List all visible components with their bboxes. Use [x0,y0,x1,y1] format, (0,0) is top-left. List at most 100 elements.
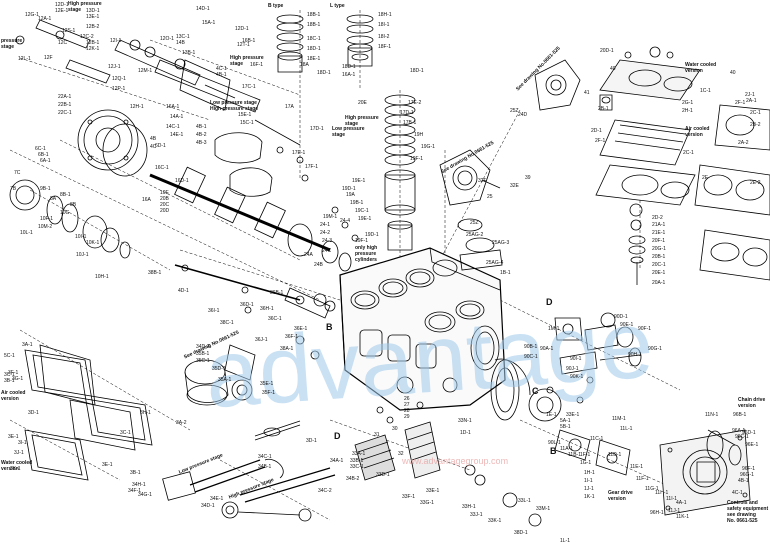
part-label: 33A-1 [352,451,366,457]
part-label: 36B-1 [270,290,284,296]
part-label: 90L-1 [548,440,561,446]
part-label: 96C-1 [735,434,749,440]
part-label: 33F-1 [402,494,416,500]
part-label: 10G [60,210,70,216]
section-letter-b: B [326,322,333,332]
part-label: 38D-1 [514,530,528,536]
part-label: 19G-1 [421,144,435,150]
part-label: 10F-1 [40,216,54,222]
part-label: 17C-1 [242,84,256,90]
part-label: 19F-1 [410,156,424,162]
part-label: 1D-1 [460,430,471,436]
part-label: 18I-1 [378,22,390,28]
part-label: 7B [10,186,17,192]
part-label: 19D-1 [365,232,379,238]
part-label: 33C-1 [350,464,364,470]
part-label: 12P-1 [112,86,126,92]
part-label: 35C-1 [196,358,210,364]
part-label: 24A [304,252,313,258]
part-label: 6B-1 [38,152,49,158]
part-label: 96D-1 [742,430,756,436]
note-water-cooled-right: Water cooled version [685,62,717,74]
part-label: 3I-1 [18,440,27,446]
note-low-high-pressure-stage: Low pressure stage High pressure stage [210,100,259,112]
part-label: 16A [142,197,151,203]
pressure-valve-group [554,312,642,375]
part-label: 14D-1 [196,6,210,12]
part-label: 17A [285,104,294,110]
part-label: 26 [404,396,410,402]
part-label: 22A-1 [58,94,72,100]
part-label: 14B [176,40,185,46]
piston-rings-b-type [276,14,304,73]
part-label: 19B-1 [350,200,364,206]
part-label: 18E-1 [307,56,321,62]
part-label: 3C-1 [120,430,131,436]
part-label: 25Z [510,108,519,114]
part-label: 2F-1 [595,138,606,144]
part-label: 21A-1 [652,222,666,228]
part-label: 1F-1 [580,452,591,458]
part-label: 35E-1 [260,381,274,387]
part-label: 3H-1 [140,410,151,416]
part-label: 4B-3 [196,140,207,146]
crankcase [339,247,506,411]
part-label: 13E-1 [86,14,100,20]
part-label: 24-3 [322,238,333,244]
part-label: 2A-2 [738,140,749,146]
part-label: 16A-1 [166,104,180,110]
part-label: 12F [44,55,53,61]
part-label: 7C [14,170,21,176]
gear-drive-housing [528,388,631,476]
part-label: 3D-1 [28,410,39,416]
part-label: 17D-1 [310,126,324,132]
part-label: 4C-1 [732,490,743,496]
part-label: 17B-1 [403,120,417,126]
part-label: 33D-1 [376,472,390,478]
part-label: 11E-1 [630,464,643,470]
part-label: 14C-1 [166,124,180,130]
part-label: 20E-1 [652,270,666,276]
part-label: 24-2 [320,230,331,236]
part-label: 12J-1 [108,64,121,70]
part-label: 16A-1 [342,72,356,78]
part-label: 3A-2 [176,420,187,426]
part-label: 96E-1 [745,442,759,448]
part-label: 29 [404,414,410,420]
note-pressure-stage-left: pressure stage [1,38,23,50]
section-letter-d-lower: D [334,431,341,441]
part-label: 12Q-1 [112,76,126,82]
b-type-header: B type [268,3,284,9]
part-label: 96H-1 [650,510,664,516]
part-label: 90A-1 [540,346,554,352]
part-label: 33E-1 [566,412,580,418]
part-label: 24-1 [320,222,331,228]
part-label: 36H-1 [260,306,274,312]
part-label: 90G-1 [648,346,662,352]
part-label: 11H-1 [655,490,669,496]
oil-filter [184,344,256,406]
part-label: 40 [730,70,736,76]
part-label: 15C-1 [240,120,254,126]
part-label: 22B-1 [58,102,72,108]
part-label: 96A-1 [732,428,746,434]
part-label: 11K-1 [676,514,689,520]
part-label: 4B-1 [738,478,749,484]
part-label: 25AG-2 [466,232,484,238]
part-label: 35A-1 [218,377,232,383]
part-label: 38B-1 [148,270,162,276]
note-gear-drive: Gear drive version [608,490,633,502]
cylinder-head-water-cooled [599,46,701,101]
part-label: 96G-1 [740,472,754,478]
part-label: 36C-1 [268,316,282,322]
part-label: 18H-1 [378,12,392,18]
part-label: 18I-2 [378,34,390,40]
part-label: 90I-1 [570,356,582,362]
part-label: 20B-1 [652,254,666,260]
part-label: 12T-1 [237,42,250,48]
fasteners [241,146,594,424]
part-label: 14A-1 [170,114,184,120]
part-label: 4B-2 [196,132,207,138]
part-label: 8B-1 [60,192,71,198]
watermark-url: www.advantagegroup.com [402,456,509,466]
